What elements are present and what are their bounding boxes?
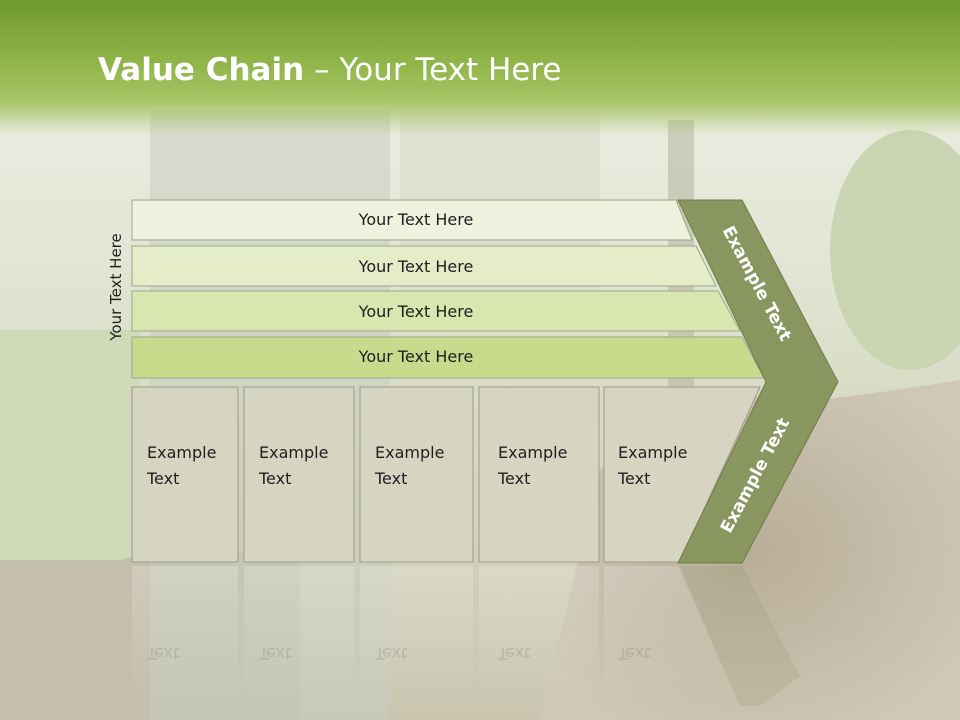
box-1-line2: Text bbox=[258, 469, 291, 488]
row-0-shape bbox=[131, 199, 693, 241]
row-1: Your Text Here bbox=[131, 245, 717, 287]
reflection-box-0 bbox=[132, 566, 238, 706]
chevron-shape bbox=[677, 199, 839, 564]
reflection-box-1 bbox=[244, 566, 354, 706]
box-2-line1: Example bbox=[375, 443, 444, 462]
reflection: Text Text Text Text Text bbox=[132, 566, 800, 706]
box-2-shape bbox=[359, 386, 474, 563]
box-2-line2: Text bbox=[374, 469, 407, 488]
box-0-shape bbox=[131, 386, 239, 563]
row-2-label: Your Text Here bbox=[358, 302, 474, 321]
box-3: Example Text bbox=[478, 386, 600, 563]
page-title: Value Chain – Your Text Here bbox=[98, 52, 561, 88]
box-3-line2: Text bbox=[497, 469, 530, 488]
reflection-text-0: Text bbox=[146, 644, 179, 663]
row-1-shape bbox=[131, 245, 717, 287]
row-0-label: Your Text Here bbox=[358, 210, 474, 229]
reflection-box-2 bbox=[360, 566, 473, 706]
box-3-shape bbox=[478, 386, 600, 563]
row-3-label: Your Text Here bbox=[358, 347, 474, 366]
reflection-chevron bbox=[678, 566, 800, 706]
box-4-line2: Text bbox=[617, 469, 650, 488]
row-0: Your Text Here bbox=[131, 199, 693, 241]
row-1-label: Your Text Here bbox=[358, 257, 474, 276]
box-1-shape bbox=[243, 386, 355, 563]
box-0: Example Text bbox=[131, 386, 239, 563]
title-bar bbox=[0, 0, 960, 135]
row-2-shape bbox=[131, 290, 741, 332]
box-0-line1: Example bbox=[147, 443, 216, 462]
title-bold: Value Chain bbox=[98, 52, 305, 88]
row-3: Your Text Here bbox=[131, 336, 765, 379]
box-1-line1: Example bbox=[259, 443, 328, 462]
row-2: Your Text Here bbox=[131, 290, 741, 332]
reflection-text-1: Text bbox=[258, 644, 291, 663]
box-4: Example Text bbox=[603, 386, 761, 563]
reflection-text-3: Text bbox=[497, 644, 530, 663]
box-1: Example Text bbox=[243, 386, 355, 563]
reflection-box-4 bbox=[604, 566, 740, 706]
box-4-line1: Example bbox=[618, 443, 687, 462]
reflection-box-3 bbox=[479, 566, 599, 706]
box-0-line2: Text bbox=[146, 469, 179, 488]
reflection-text-2: Text bbox=[374, 644, 407, 663]
box-2: Example Text bbox=[359, 386, 474, 563]
box-3-line1: Example bbox=[498, 443, 567, 462]
title-rest: – Your Text Here bbox=[304, 52, 562, 88]
reflection-text-4: Text bbox=[617, 644, 650, 663]
